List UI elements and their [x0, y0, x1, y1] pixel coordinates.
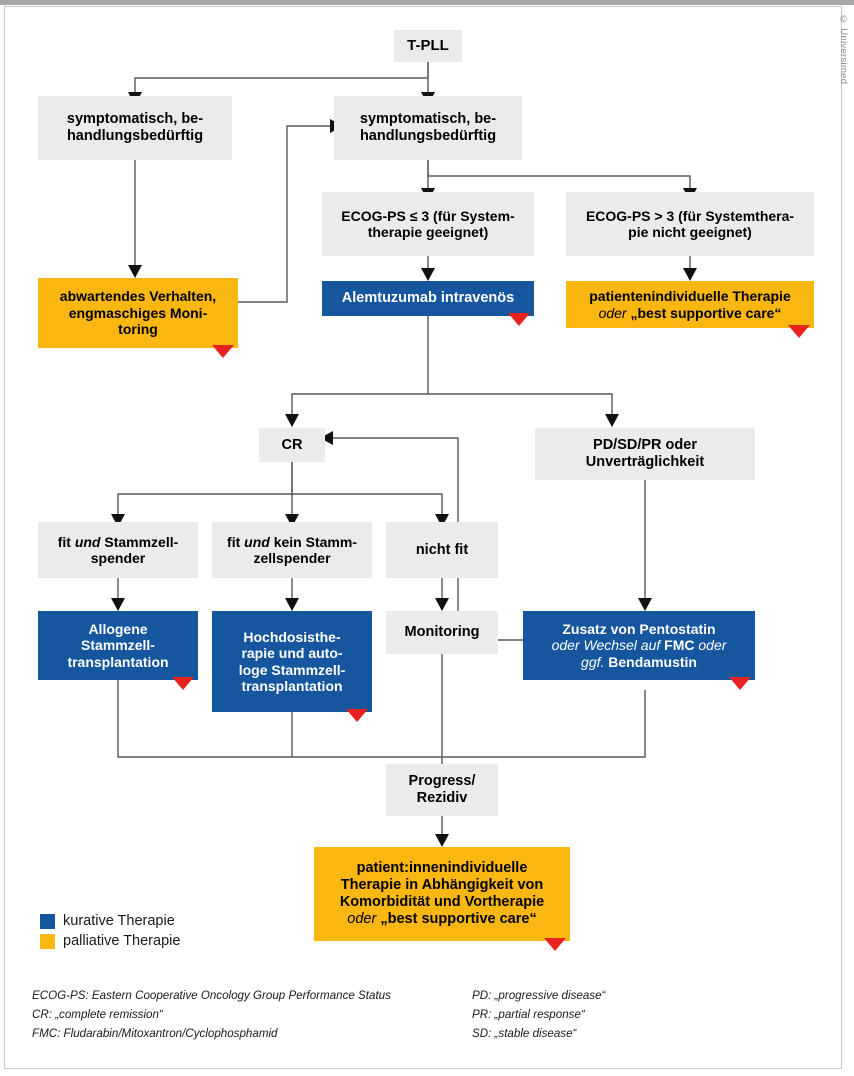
node-label-italic-3: ggf.: [581, 653, 605, 670]
node-label-line1: Hochdosisthe-: [243, 628, 341, 645]
node-monitoring[interactable]: Monitoring: [386, 611, 498, 654]
node-label-line1: ECOG-PS > 3 (für Systemthera-: [585, 207, 795, 224]
red-marker-icon: [544, 938, 566, 951]
footnote-pd: PD: „progressive disease“: [472, 989, 606, 1002]
node-label: CR: [281, 436, 303, 453]
legend-label-palliative: palliative Therapie: [63, 933, 181, 949]
footnotes-left: ECOG-PS: Eastern Cooperative Oncology Gr…: [32, 986, 391, 1043]
node-label-bold-2: Bendamustin: [608, 653, 697, 670]
node-label-line1: patient:innenindividuelle: [356, 860, 528, 877]
node-fit-no-donor[interactable]: fit und kein Stamm- zellspender: [212, 522, 372, 578]
node-label-line2: engmaschiges Moni-: [68, 304, 208, 321]
node-label-italic: oder: [598, 304, 627, 321]
node-label-line3: transplantation: [67, 653, 169, 670]
footnote-sd: SD: „stable disease“: [472, 1027, 577, 1040]
node-label-italic: oder: [347, 910, 377, 927]
node-label-line2: Unverträglichkeit: [585, 454, 705, 470]
node-label-bold-a: fit: [227, 533, 245, 550]
node-label-line2: Therapie in Abhängigkeit von: [340, 877, 544, 894]
legend-label-curative: kurative Therapie: [63, 913, 175, 929]
node-fit-with-donor[interactable]: fit und Stammzell- spender: [38, 522, 198, 578]
node-label-line1: symptomatisch, be-: [359, 111, 497, 128]
node-label-line2: therapie geeignet): [367, 224, 489, 240]
node-label: nicht fit: [415, 541, 469, 558]
node-label-line3: loge Stammzell-: [238, 661, 346, 678]
node-label-line3: toring: [118, 321, 158, 338]
node-label: Monitoring: [404, 624, 480, 641]
footnote-pr: PR: „partial response“: [472, 1008, 585, 1021]
node-label-bold: „best supportive care“: [630, 304, 782, 321]
node-pd-sd-pr[interactable]: PD/SD/PR oder Unverträglichkeit: [535, 428, 755, 480]
node-label-line2: pie nicht geeignet): [628, 224, 752, 240]
node-label-bold: „best supportive care“: [380, 910, 537, 927]
legend-swatch-curative: [40, 913, 55, 929]
node-label-line1: abwartendes Verhalten,: [59, 288, 217, 305]
red-marker-icon: [729, 677, 751, 690]
red-marker-icon: [788, 325, 810, 338]
node-label-italic: und: [74, 533, 101, 550]
node-label-line4: transplantation: [241, 677, 343, 694]
footnote-ecog-ps: ECOG-PS: Eastern Cooperative Oncology Gr…: [32, 989, 391, 1002]
node-progress-relapse[interactable]: Progress/ Rezidiv: [386, 764, 498, 816]
node-label-line2: spender: [90, 550, 146, 566]
node-label-line1: fit und kein Stamm-: [227, 534, 357, 550]
node-ecog-gt-3[interactable]: ECOG-PS > 3 (für Systemthera- pie nicht …: [566, 192, 814, 256]
node-label-bold-b: Stammzell-: [100, 533, 179, 550]
node-label-line2: Stammzell-: [81, 637, 155, 654]
node-label-line2: oder „best supportive care“: [599, 305, 782, 321]
red-marker-icon: [346, 709, 368, 722]
node-asymptomatic[interactable]: symptomatisch, be- handlungsbedürftig: [38, 96, 232, 160]
node-symptomatic[interactable]: symptomatisch, be- handlungsbedürftig: [334, 96, 522, 160]
node-label-italic: und: [244, 533, 270, 550]
legend-swatch-palliative: [40, 933, 55, 949]
node-pentostatin-salvage[interactable]: Zusatz von Pentostatin oder Wechsel auf …: [523, 611, 755, 690]
footnotes-right: PD: „progressive disease“ PR: „partial r…: [472, 986, 605, 1043]
node-label-line1: ECOG-PS ≤ 3 (für System-: [341, 207, 515, 224]
node-unfit[interactable]: nicht fit: [386, 522, 498, 578]
legend: kurative Therapie palliative Therapie: [40, 913, 180, 953]
node-label-line1: Allogene: [88, 620, 148, 637]
copyright-notice: © Universimed: [838, 14, 849, 85]
node-label: T-PLL: [407, 37, 449, 55]
node-label-line1: PD/SD/PR oder: [593, 437, 697, 454]
node-label-bold-1: FMC: [664, 637, 695, 654]
node-label-line2: handlungsbedürftig: [66, 128, 204, 144]
node-watchful-waiting[interactable]: abwartendes Verhalten, engmaschiges Moni…: [38, 278, 238, 358]
node-label-line4: oder „best supportive care“: [347, 911, 536, 928]
legend-item-curative: kurative Therapie: [40, 913, 180, 929]
node-label: Alemtuzumab intravenös: [341, 290, 515, 307]
legend-item-palliative: palliative Therapie: [40, 933, 180, 949]
node-label-line1: Progress/: [408, 773, 476, 790]
node-label-line3: ggf. Bendamustin: [581, 654, 697, 670]
node-label-line1: fit und Stammzell-: [58, 534, 179, 550]
red-marker-icon: [172, 677, 194, 690]
node-label-line1: symptomatisch, be-: [66, 111, 204, 128]
node-label-bold-b: kein Stamm-: [269, 533, 357, 550]
node-t-pll[interactable]: T-PLL: [394, 30, 462, 62]
node-label-line1: Zusatz von Pentostatin: [562, 620, 716, 637]
footnote-cr: CR: „complete remission“: [32, 1008, 163, 1021]
node-label-line2: handlungsbedürftig: [359, 128, 497, 144]
node-alemtuzumab[interactable]: Alemtuzumab intravenös: [322, 281, 534, 326]
node-ecog-le-3[interactable]: ECOG-PS ≤ 3 (für System- therapie geeign…: [322, 192, 534, 256]
node-label-line3: Komorbidität und Vortherapie: [339, 894, 545, 910]
node-palliative-therapy-1[interactable]: patientenindividuelle Therapie oder „bes…: [566, 281, 814, 338]
node-allogeneic-sct[interactable]: Allogene Stammzell- transplantation: [38, 611, 198, 690]
red-marker-icon: [212, 345, 234, 358]
node-label-bold-a: fit: [57, 533, 75, 550]
node-label-line1: patientenindividuelle Therapie: [589, 288, 791, 305]
node-cr[interactable]: CR: [259, 428, 325, 462]
top-rule: [0, 0, 854, 5]
footnote-fmc: FMC: Fludarabin/Mitoxantron/Cyclophospha…: [32, 1027, 278, 1040]
node-label-italic-2: oder: [698, 637, 727, 654]
node-autologous-sct[interactable]: Hochdosisthe- rapie und auto- loge Stamm…: [212, 611, 372, 722]
node-label-line2: rapie und auto-: [241, 645, 343, 662]
node-label-italic-1: oder Wechsel auf: [551, 637, 661, 654]
node-label-line2: zellspender: [253, 550, 331, 566]
node-label-line2: Rezidiv: [416, 790, 468, 806]
red-marker-icon: [508, 313, 530, 326]
node-palliative-therapy-2[interactable]: patient:innenindividuelle Therapie in Ab…: [314, 847, 570, 951]
node-label-line2: oder Wechsel auf FMC oder: [552, 637, 727, 653]
